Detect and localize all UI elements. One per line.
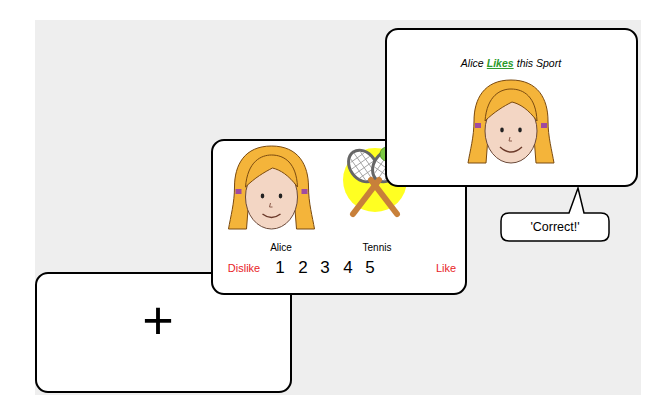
face-name: Alice [270,242,292,253]
fixation-cross: + [142,290,174,350]
feedback-text: Alice [461,57,484,69]
scale-number: 4 [343,258,352,277]
text-holder: 'Correct!' [530,220,579,234]
text-holder: 2 [298,258,307,278]
girl-face [466,77,556,173]
feedback-text: this Sport [517,57,561,69]
audio-feedback: 'Correct!' [530,220,579,234]
text-holder: Alice [270,242,292,254]
text-holder: Tennis [363,242,392,254]
text-holder: Like [436,262,456,275]
feedback-screen: AliceLikesthis Sport [385,28,638,187]
text-holder: 3 [320,258,329,278]
feedback-verb: Likes [487,57,514,69]
scale-end-label: Dislike [228,262,260,274]
text-holder: 4 [343,258,352,278]
scale-number: 5 [365,258,374,277]
text-holder: AliceLikesthis Sport [461,57,561,69]
text-holder: + [142,289,174,351]
scale-number: 2 [298,258,307,277]
text-holder: Dislike [228,262,260,275]
scale-number: 3 [320,258,329,277]
scale-end-label: Like [436,262,456,274]
girl-face [225,143,318,239]
sport-name: Tennis [363,242,392,253]
text-holder: 5 [365,258,374,278]
scale-number: 1 [275,258,284,277]
speech-bubble: 'Correct!' [501,213,609,241]
text-holder: 1 [275,258,284,278]
